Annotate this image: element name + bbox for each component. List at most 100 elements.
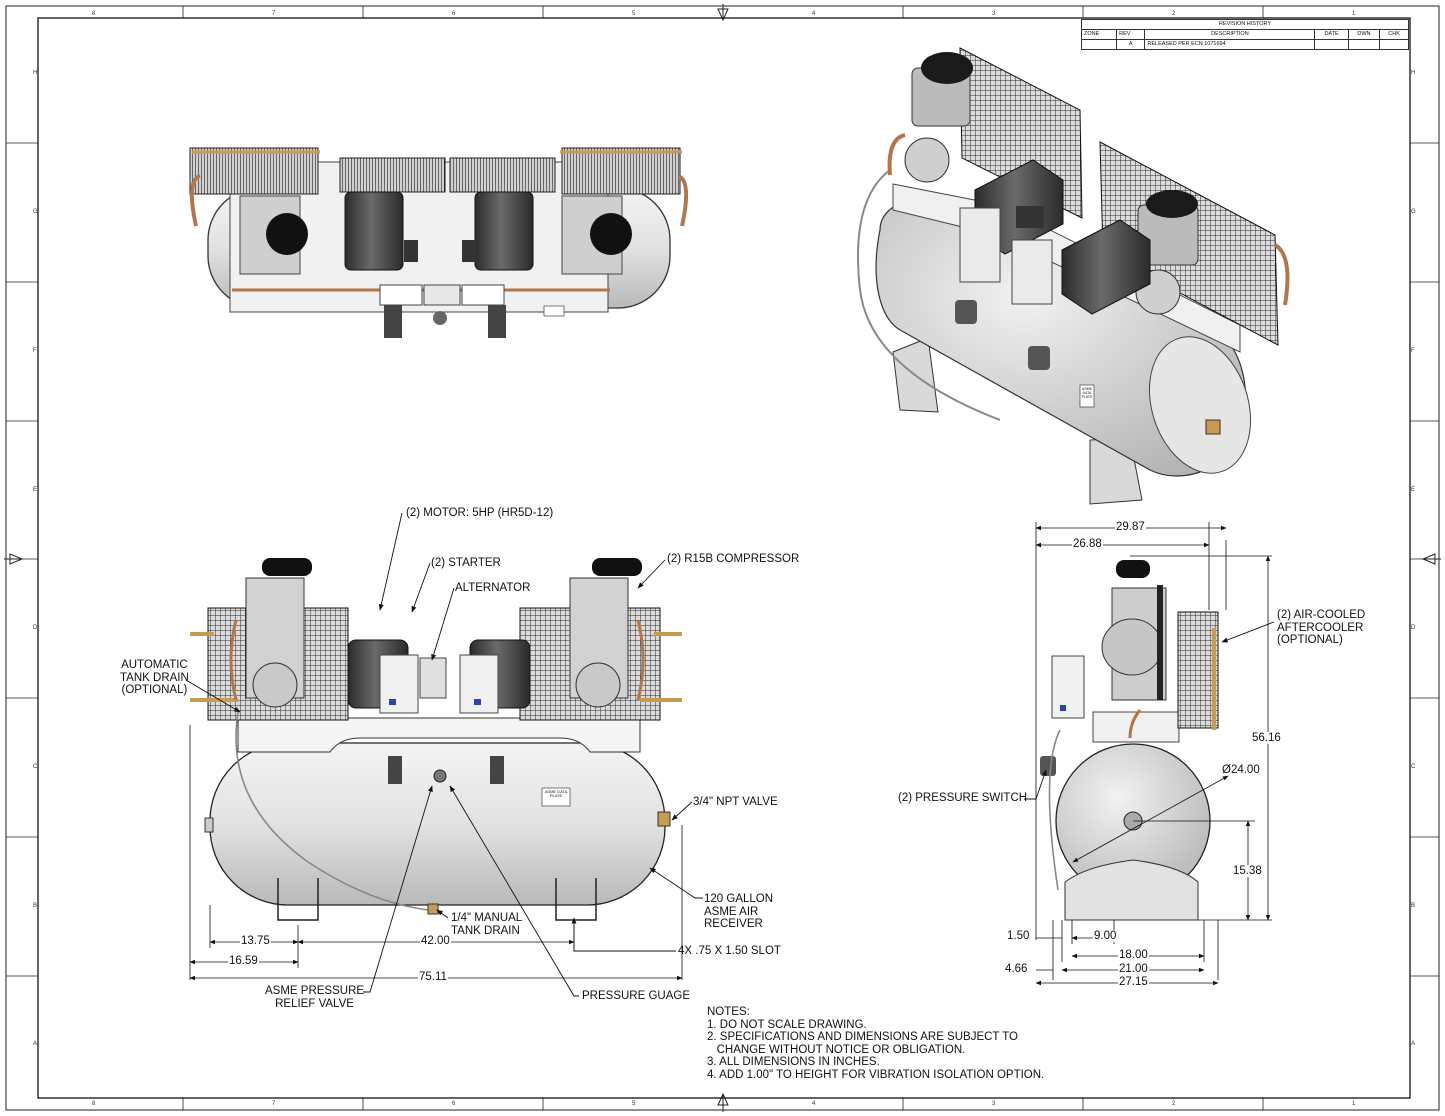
rev-cell-chk: [1379, 39, 1409, 50]
isometric-view: [857, 47, 1290, 505]
zone-label-bottom: 1: [1352, 1101, 1356, 1107]
callout-relief-valve: ASME PRESSURE RELIEF VALVE: [265, 985, 364, 1010]
front-view: [190, 558, 682, 921]
leader-lines: [185, 512, 1275, 997]
zone-label-right: H: [1411, 70, 1416, 76]
callout-line: AFTERCOOLER: [1277, 621, 1364, 634]
callout-compressor: (2) R15B COMPRESSOR: [667, 553, 800, 565]
zone-label-bottom: 8: [92, 1101, 96, 1107]
dim-side-26-88: 26.88: [1072, 538, 1103, 550]
note-line: 1. DO NOT SCALE DRAWING.: [707, 1018, 867, 1031]
dim-side-56-16: 56.16: [1251, 732, 1282, 744]
zone-label-left: A: [33, 1041, 38, 1047]
callout-line: 120 GALLON: [704, 893, 774, 905]
note-heading: NOTES:: [707, 1006, 750, 1018]
drawing-notes: NOTES: 1. DO NOT SCALE DRAWING. 2. SPECI…: [707, 1006, 1044, 1082]
dim-front-75-11: 75.11: [418, 971, 448, 983]
dim-side-18-00: 18.00: [1118, 949, 1149, 961]
dim-side-4-66: 4.66: [1004, 963, 1029, 975]
zone-label-left: D: [33, 625, 38, 631]
callout-line: AUTOMATIC: [121, 659, 188, 671]
dim-side-9-00: 9.00: [1093, 930, 1118, 942]
zone-label-top: 8: [92, 11, 96, 17]
zone-label-top: 1: [1352, 11, 1356, 17]
rev-cell-zone: [1080, 39, 1118, 50]
rev-header-date: DATE: [1314, 29, 1349, 40]
revision-title: REVISION HISTORY: [1081, 19, 1409, 30]
callout-pressure-gauge: PRESSURE GUAGE: [582, 990, 690, 1002]
zone-label-left: B: [33, 903, 38, 909]
rev-cell-description: RELEASED PER ECN 1071694: [1144, 39, 1316, 50]
asme-data-plate-iso: ASME DATA PLATE: [1081, 387, 1093, 399]
callout-aftercooler: (2) AIR-COOLED AFTERCOOLER (OPTIONAL): [1277, 609, 1365, 647]
zone-label-bottom: 4: [812, 1101, 816, 1107]
side-view: [1040, 560, 1219, 921]
rev-cell-rev: A: [1116, 39, 1146, 50]
zone-label-right: A: [1411, 1041, 1416, 1047]
callout-line: ASME AIR: [704, 905, 759, 918]
zone-label-bottom: 3: [992, 1101, 996, 1107]
note-line: CHANGE WITHOUT NOTICE OR OBLIGATION.: [707, 1043, 966, 1056]
callout-manual-tank-drain: 1/4" MANUAL TANK DRAIN: [451, 912, 522, 937]
callout-line: RECEIVER: [704, 918, 763, 930]
zone-label-top: 2: [1172, 11, 1176, 17]
dim-side-21-00: 21.00: [1118, 963, 1149, 975]
dim-front-13-75: 13.75: [240, 935, 271, 947]
callout-automatic-tank-drain: AUTOMATIC TANK DRAIN (OPTIONAL): [120, 659, 189, 697]
callout-line: (OPTIONAL): [1277, 634, 1343, 646]
zone-label-left: G: [33, 209, 38, 215]
rev-header-rev: REV: [1116, 29, 1146, 40]
rev-header-chk: CHK: [1379, 29, 1409, 40]
zone-label-top: 7: [272, 11, 276, 17]
callout-line: TANK DRAIN: [120, 671, 189, 684]
callout-line: TANK DRAIN: [451, 924, 520, 937]
zone-label-left: F: [33, 348, 37, 354]
note-line: 2. SPECIFICATIONS AND DIMENSIONS ARE SUB…: [707, 1031, 1018, 1044]
callout-receiver: 120 GALLON ASME AIR RECEIVER: [704, 893, 773, 931]
rev-header-description: DESCRIPTION: [1144, 29, 1316, 40]
rev-header-dwn: DWN: [1347, 29, 1381, 40]
zone-label-bottom: 6: [452, 1101, 456, 1107]
callout-slot: 4X .75 X 1.50 SLOT: [678, 945, 781, 957]
callout-line: 1/4" MANUAL: [451, 912, 523, 924]
zone-label-right: E: [1411, 487, 1416, 493]
centering-marks: [4, 4, 1441, 1112]
dim-side-diameter: Ø24.00: [1222, 764, 1260, 776]
zone-label-bottom: 5: [632, 1101, 636, 1107]
callout-line: RELIEF VALVE: [275, 997, 354, 1010]
callout-line: ASME PRESSURE: [265, 985, 365, 997]
zone-label-left: H: [33, 70, 38, 76]
zone-label-top: 6: [452, 11, 456, 17]
zone-label-right: C: [1411, 764, 1416, 770]
asme-data-plate: ASME DATA PLATE: [544, 789, 568, 798]
zone-label-left: C: [33, 764, 38, 770]
callout-line: (2) AIR-COOLED: [1277, 609, 1366, 621]
revision-history-table: REVISION HISTORY ZONE REV DESCRIPTION DA…: [1080, 19, 1409, 50]
zone-label-top: 5: [632, 11, 636, 17]
zone-label-top: 4: [812, 11, 816, 17]
callout-alternator: ALTERNATOR: [455, 582, 531, 594]
callout-npt-valve: 3/4" NPT VALVE: [693, 796, 778, 808]
rev-header-zone: ZONE: [1080, 29, 1118, 40]
dim-side-27-15: 27.15: [1118, 976, 1149, 988]
callout-line: (OPTIONAL): [121, 684, 188, 696]
zone-label-bottom: 7: [272, 1101, 276, 1107]
zone-label-right: B: [1411, 903, 1416, 909]
zone-label-bottom: 2: [1172, 1101, 1176, 1107]
note-line: 4. ADD 1.00" TO HEIGHT FOR VIBRATION ISO…: [707, 1068, 1045, 1081]
dim-side-15-38: 15.38: [1232, 865, 1263, 877]
dim-front-42-00: 42.00: [420, 935, 451, 947]
dim-side-29-87: 29.87: [1115, 521, 1146, 533]
callout-motor: (2) MOTOR: 5HP (HR5D-12): [406, 507, 554, 519]
top-view: [189, 147, 689, 338]
note-line: 3. ALL DIMENSIONS IN INCHES.: [707, 1056, 880, 1069]
zone-label-right: F: [1411, 348, 1415, 354]
rev-cell-date: [1314, 39, 1349, 50]
zone-label-right: D: [1411, 625, 1416, 631]
callout-starter: (2) STARTER: [431, 557, 501, 569]
dim-side-1-50: 1.50: [1006, 930, 1031, 942]
zone-label-right: G: [1411, 209, 1416, 215]
zone-label-left: E: [33, 487, 38, 493]
dim-front-16-59: 16.59: [228, 955, 259, 967]
